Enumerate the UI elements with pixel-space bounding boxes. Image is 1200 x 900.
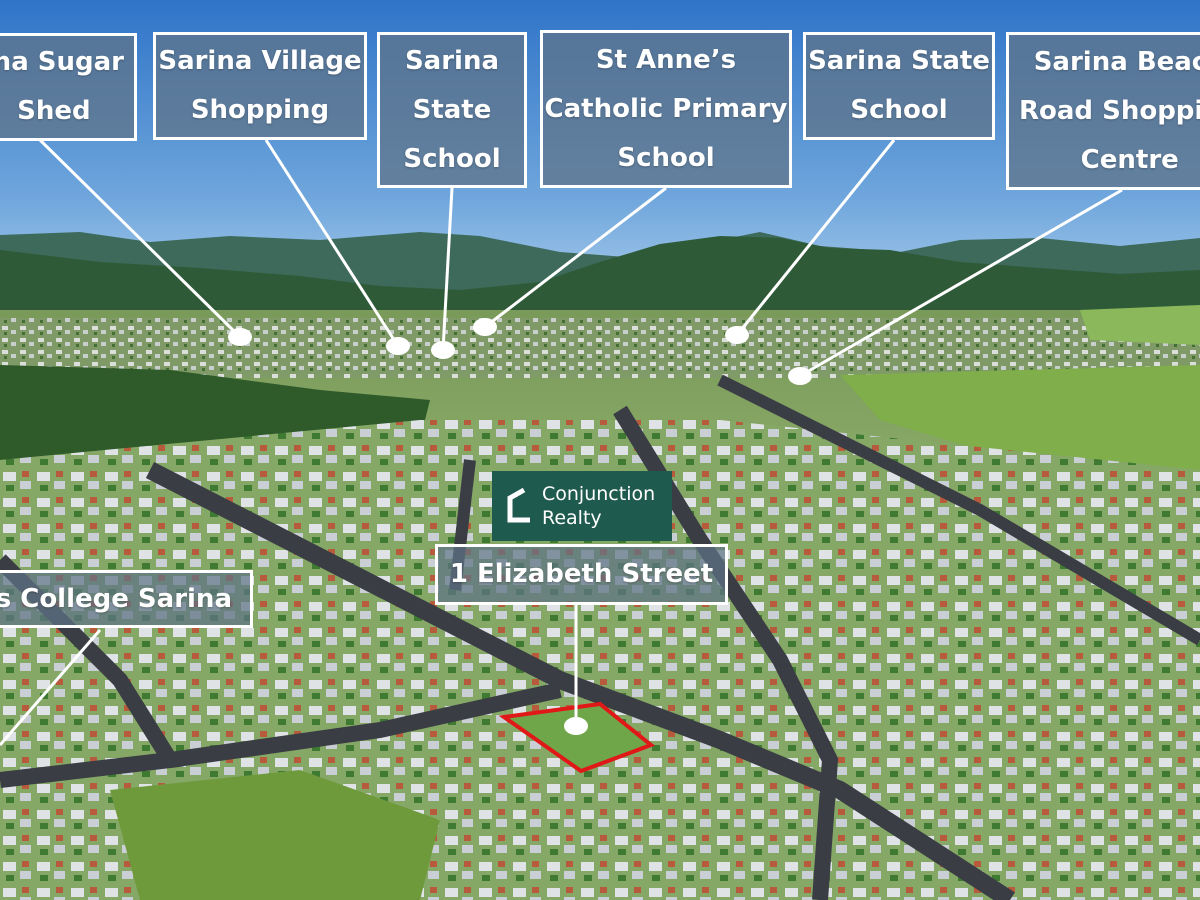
- marker-dot: [228, 328, 252, 346]
- callout-village-shopping: Sarina Village Shopping: [153, 32, 367, 140]
- callout-college-text: ds College Sarina: [0, 583, 232, 614]
- callout-state-school-2-text: Sarina State School: [808, 46, 990, 125]
- marker-dot: [725, 326, 749, 344]
- logo-line-2: Realty: [542, 507, 602, 529]
- marker-dot: [386, 337, 410, 355]
- callout-st-annes: St Anne’s Catholic Primary School: [540, 30, 792, 188]
- conjunction-realty-logo: Conjunction Realty: [492, 471, 672, 541]
- callout-address: 1 Elizabeth Street: [435, 544, 728, 605]
- marker-dot: [473, 318, 497, 336]
- callout-sugar-shed-text: ina Sugar Shed: [0, 47, 124, 126]
- logo-line-1: Conjunction: [542, 483, 656, 505]
- callout-sugar-shed: ina Sugar Shed: [0, 33, 137, 141]
- callout-state-school-1: Sarina State School: [377, 32, 527, 188]
- callout-st-annes-text: St Anne’s Catholic Primary School: [544, 44, 788, 173]
- marker-dot: [788, 367, 812, 385]
- property-boundary: [498, 701, 655, 774]
- logo-text: Conjunction Realty: [542, 482, 655, 530]
- callout-beach-road: Sarina Beach Road Shopping Centre: [1006, 32, 1200, 190]
- marker-dot: [564, 717, 588, 735]
- callout-state-school-1-text: Sarina State School: [403, 45, 501, 174]
- realty-c-icon: [507, 487, 530, 523]
- callout-college: ds College Sarina: [0, 570, 253, 628]
- callout-beach-road-text: Sarina Beach Road Shopping Centre: [1019, 46, 1200, 175]
- callout-state-school-2: Sarina State School: [803, 32, 995, 140]
- callout-address-text: 1 Elizabeth Street: [449, 559, 714, 589]
- marker-dot: [431, 341, 455, 359]
- callout-village-shopping-text: Sarina Village Shopping: [158, 46, 362, 125]
